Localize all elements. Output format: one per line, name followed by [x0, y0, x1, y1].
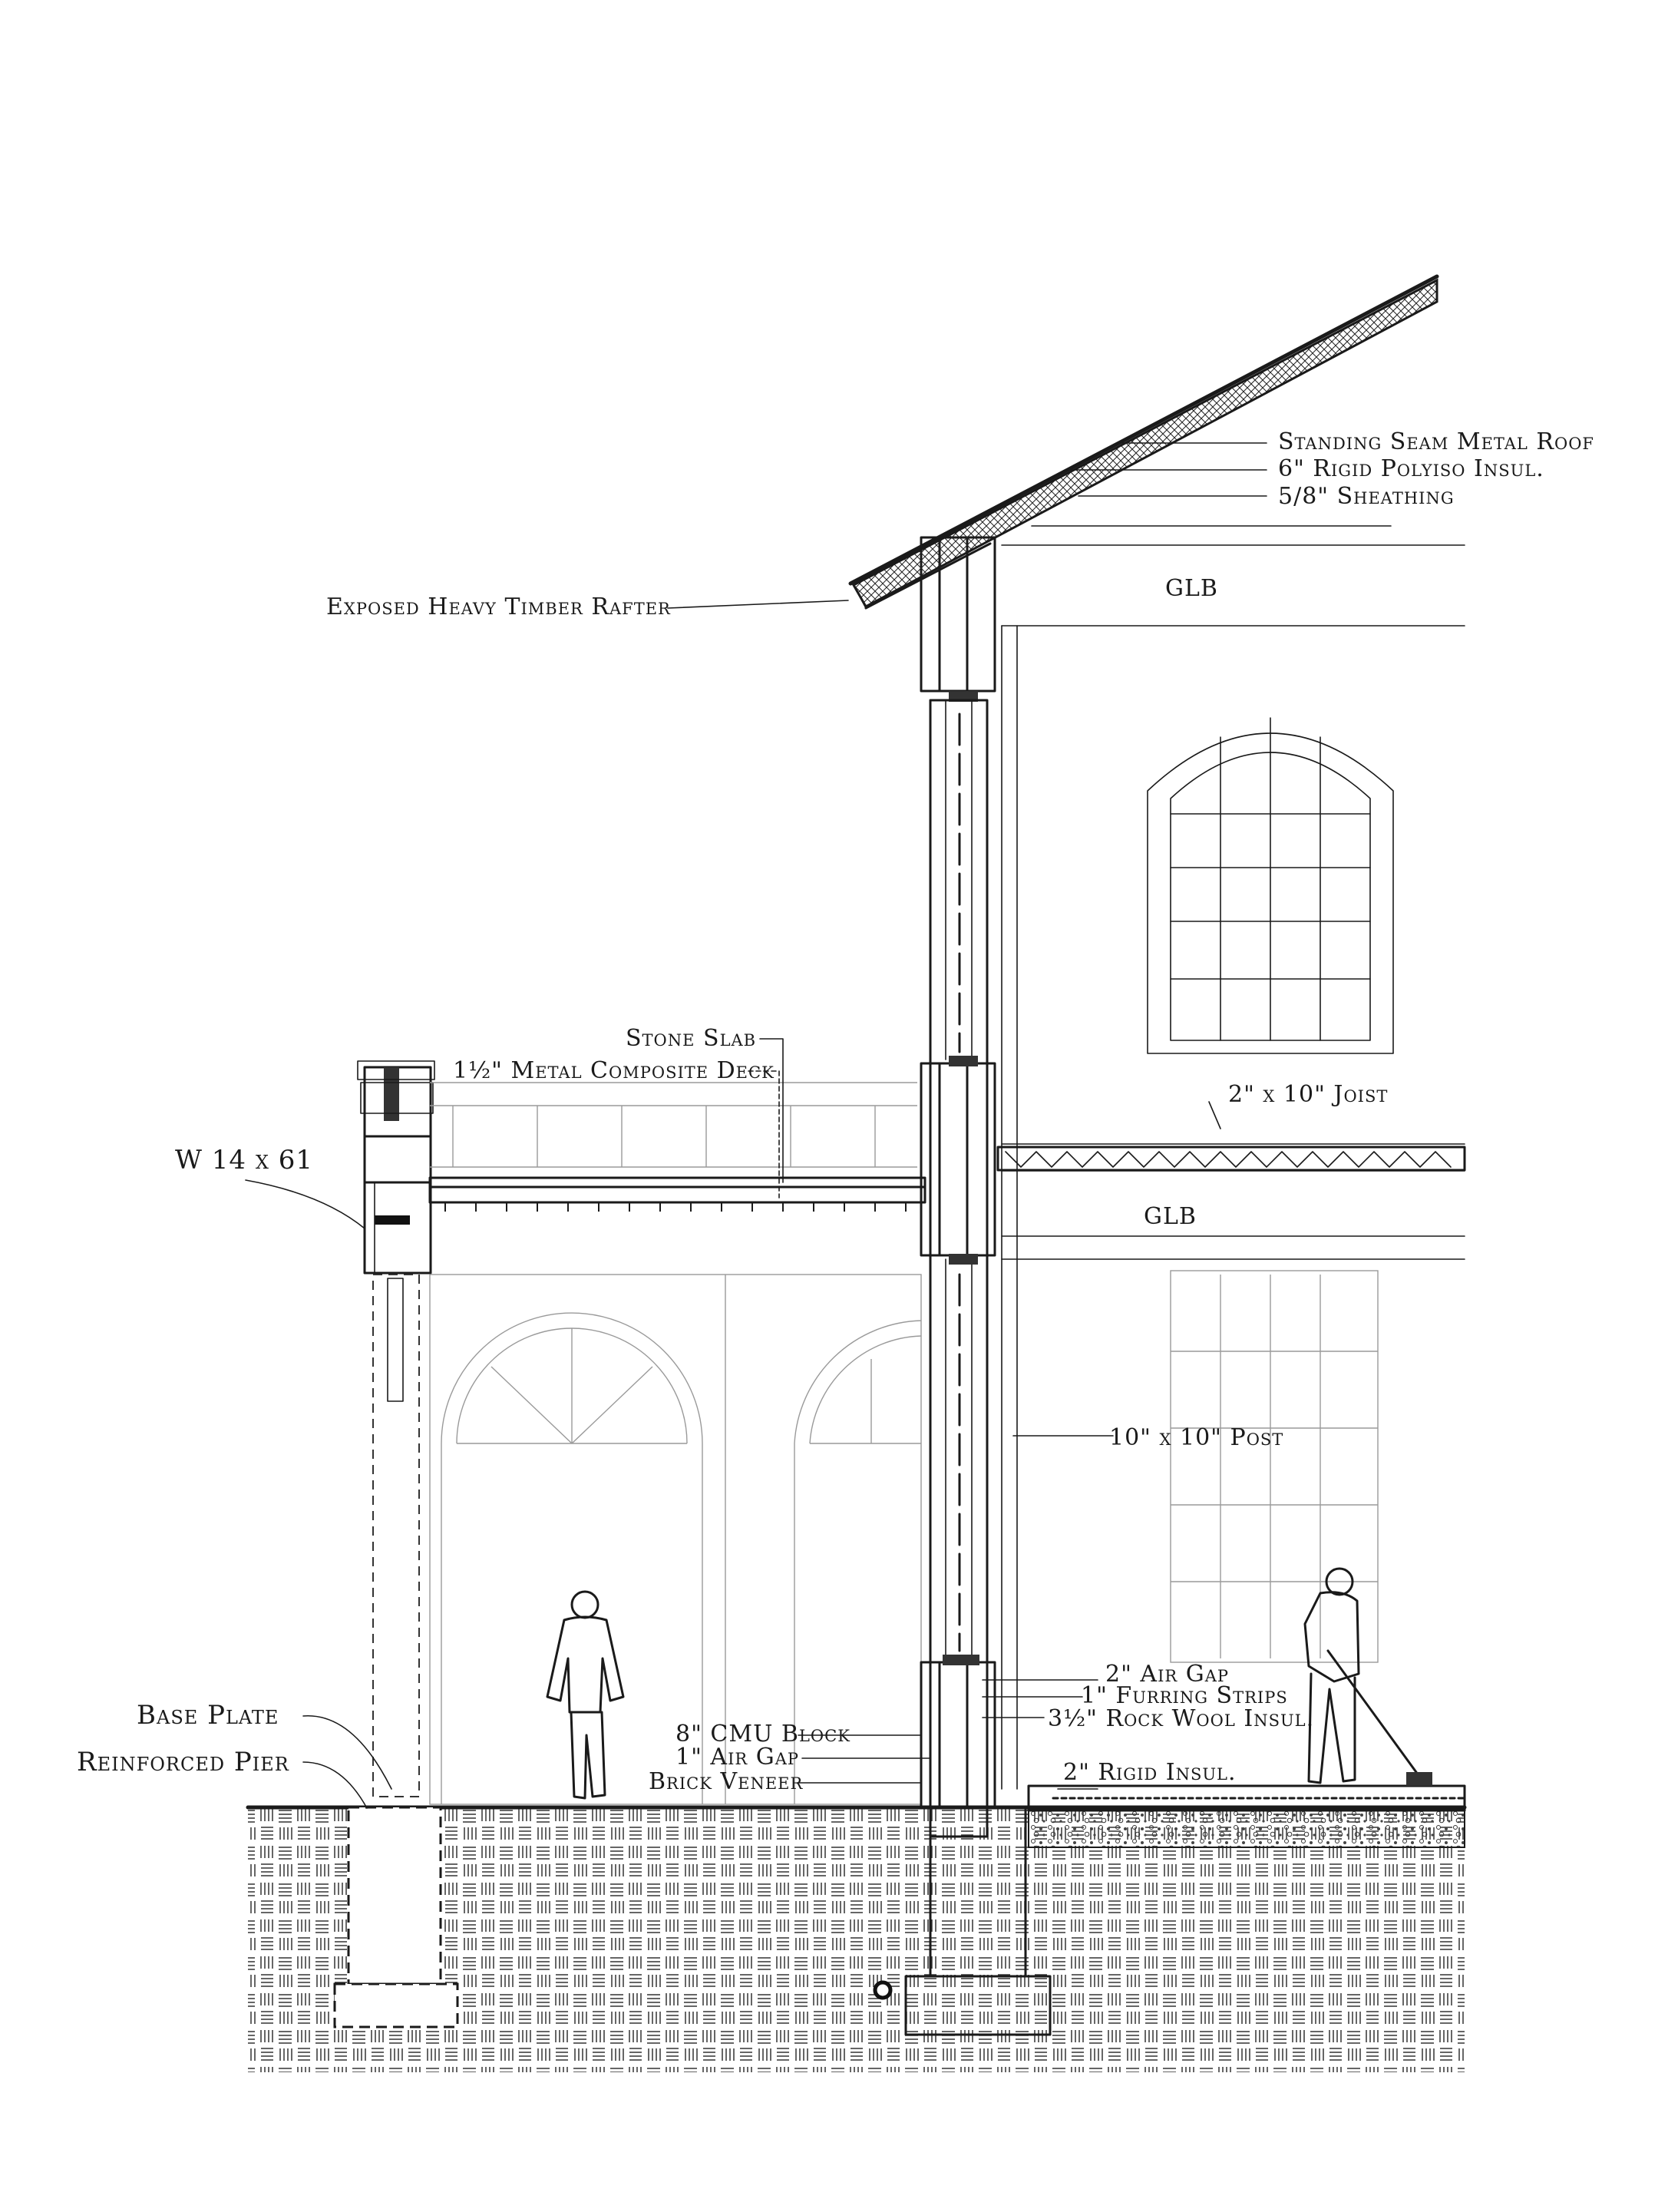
slab-on-grade: [1027, 1784, 1466, 1848]
label-rigid-insul: 2" Rigid Insul.: [1063, 1759, 1237, 1786]
label-rafter: Exposed Heavy Timber Rafter: [326, 594, 671, 620]
leader-lines: [245, 442, 1392, 1809]
label-roof: Standing Seam Metal Roof: [1278, 428, 1594, 455]
label-air-gap-2: 2" Air Gap: [1105, 1661, 1229, 1688]
label-joist: 2" x 10" Joist: [1228, 1081, 1388, 1108]
porch-column: [363, 1066, 432, 1797]
upper-window: [1147, 717, 1394, 1054]
label-metal-deck: 1½" Metal Composite Deck: [453, 1057, 775, 1084]
label-cmu: 8" CMU Block: [675, 1721, 851, 1747]
main-wall-base: [920, 1655, 996, 1810]
label-post: 10" x 10" Post: [1109, 1424, 1283, 1451]
lower-window: [1170, 1270, 1379, 1663]
main-wall-floor-band: [920, 1056, 996, 1265]
annotation-labels: Standing Seam Metal Roof 6" Rigid Polyis…: [77, 428, 1594, 1795]
label-base-plate: Base Plate: [137, 1700, 279, 1731]
label-pier: Reinforced Pier: [77, 1747, 289, 1777]
person-sweeping-figure: [1303, 1567, 1432, 1786]
label-beam: W 14 x 61: [175, 1145, 313, 1175]
floor-joist: [996, 1146, 1466, 1172]
label-glb-upper: GLB: [1165, 575, 1218, 602]
background-arches: [429, 1274, 922, 1805]
label-rock-wool: 3½" Rock Wool Insul.: [1048, 1705, 1314, 1732]
porch-railing: [357, 1060, 917, 1168]
person-walking-figure: [546, 1590, 625, 1800]
label-sheathing: 5/8" Sheathing: [1278, 483, 1455, 510]
label-insulation: 6" Rigid Polyiso Insul.: [1278, 455, 1544, 482]
label-stone-slab: Stone Slab: [626, 1025, 756, 1052]
label-furring: 1" Furring Strips: [1081, 1682, 1288, 1709]
label-glb-lower: GLB: [1144, 1203, 1197, 1230]
reinforced-pier: [333, 1806, 459, 2028]
interior-wall: [1001, 544, 1465, 1790]
label-brick: Brick Veneer: [649, 1768, 803, 1795]
porch-deck: [428, 1176, 926, 1212]
label-air-gap-1: 1" Air Gap: [675, 1744, 799, 1771]
main-post: [929, 699, 989, 1838]
